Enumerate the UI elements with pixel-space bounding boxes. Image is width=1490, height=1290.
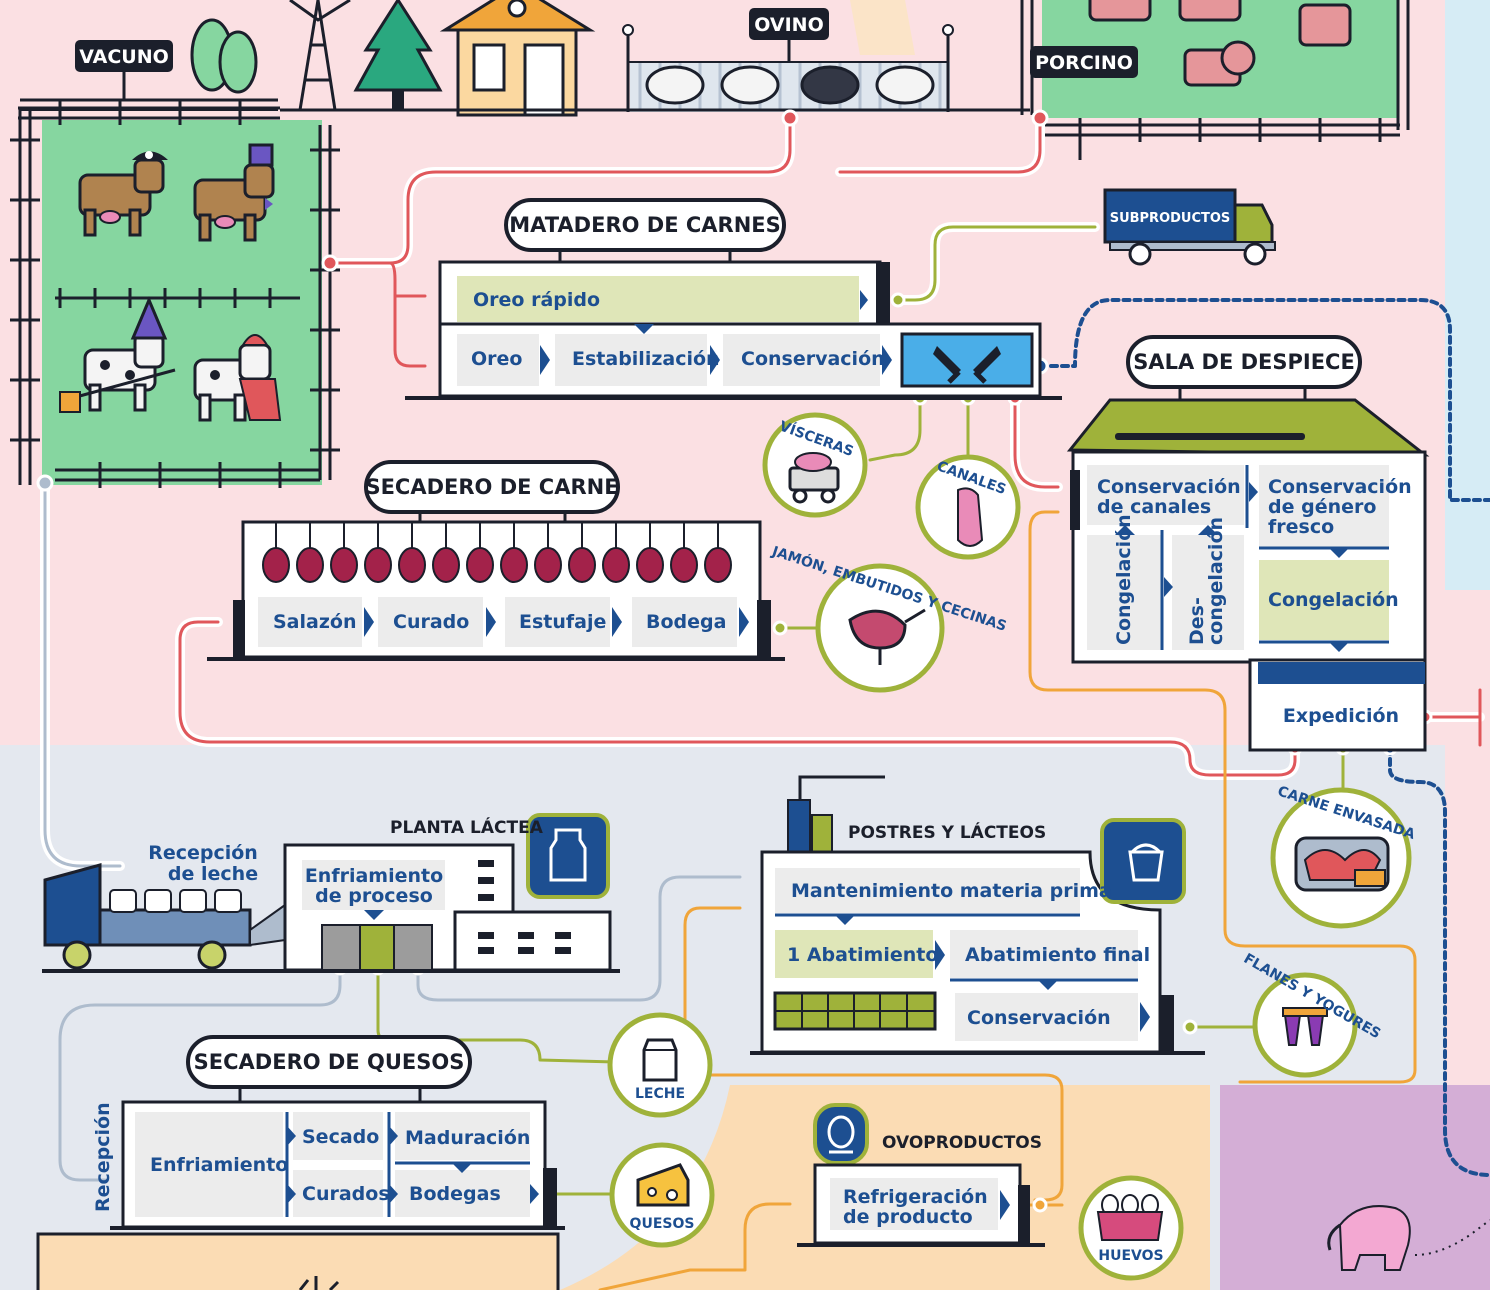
expedicion-label: Expedición [1283, 705, 1399, 727]
oreo-label: Oreo [471, 348, 522, 370]
ovoproductos-title: OVOPRODUCTOS [882, 1133, 1042, 1153]
curado-label: Curado [393, 611, 469, 633]
badge-carne-envasada: CARNE ENVASADA [1270, 783, 1417, 929]
conservacion-label: Conservación [741, 348, 885, 370]
tag-vacuno-label: VACUNO [79, 46, 169, 68]
descongelacion-line2: congelación [1205, 517, 1227, 645]
secadero-carne-title: SECADERO DE CARNE [365, 475, 618, 499]
subproductos-label: SUBPRODUCTOS [1110, 211, 1231, 226]
cow-santa-icon [193, 334, 282, 422]
curados-label: Curados [302, 1183, 390, 1205]
secadero-de-carne: Salazón Curado Estufaje Bodega SECADERO … [207, 460, 785, 661]
bodegas-label: Bodegas [409, 1183, 501, 1205]
cow-witch-icon [59, 296, 176, 413]
flow-lines [36, 109, 1490, 1290]
badge-leche: LECHE [607, 1012, 713, 1118]
tag-vacuno: VACUNO [75, 40, 173, 100]
tag-porcino: PORCINO [1030, 46, 1138, 78]
planta-lactea-title: PLANTA LÁCTEA [390, 816, 544, 838]
tag-ovino: OVINO [749, 8, 829, 62]
tray-grid-icon [773, 991, 937, 1031]
postres-conservacion-label: Conservación [967, 1007, 1111, 1029]
elephant-icon [1327, 1205, 1490, 1271]
house-icon [439, 0, 596, 117]
cons-fresco-line3: fresco [1268, 516, 1334, 538]
descongelacion-line1: Des- [1186, 597, 1208, 645]
windmill-icon [289, 0, 351, 111]
cleaver-icon [933, 346, 1001, 384]
ham-icons [262, 522, 732, 583]
quesos-label: QUESOS [630, 1216, 695, 1232]
cow-pirate-icon [78, 151, 168, 237]
abatimiento-1-label: 1 Abatimiento [787, 944, 938, 966]
pine-tree-icon [353, 0, 443, 110]
mantenimiento-label: Mantenimiento materia prima [791, 880, 1112, 902]
congelacion-label: Congelación [1268, 589, 1399, 611]
cons-fresco-line2: de género [1268, 496, 1376, 518]
leche-label: LECHE [635, 1086, 685, 1102]
refrigeracion-line2: de producto [843, 1206, 973, 1228]
cons-canales-line2: de canales [1097, 496, 1211, 518]
milk-can-icon [549, 828, 587, 882]
abatimiento-final-label: Abatimiento final [965, 944, 1150, 966]
cattle-field [10, 100, 340, 488]
matadero-title: MATADERO DE CARNES [509, 213, 781, 237]
recepcion-leche-line2: de leche [168, 863, 258, 885]
congelacion-vertical-label: Congelación [1113, 514, 1135, 645]
enfriamiento-proceso-line1: Enfriamiento [305, 865, 443, 887]
enfriamiento-proceso-line2: de proceso [315, 885, 433, 907]
badge-visceras: VÍSCERAS [762, 412, 868, 518]
despiece-title: SALA DE DESPIECE [1133, 350, 1355, 374]
salazon-label: Salazón [273, 611, 356, 633]
postres-y-lacteos: POSTRES Y LÁCTEOS Mantenimiento materia … [750, 775, 1205, 1055]
matadero-de-carnes: Oreo rápido Oreo Estabilización Conserva… [405, 198, 1062, 400]
postres-title: POSTRES Y LÁCTEOS [848, 821, 1046, 843]
secadero-de-quesos: Recepción Enfriamiento Secado Curados Ma… [36, 1035, 565, 1290]
badge-canales: CANALES [915, 454, 1021, 560]
sheep-icon [645, 65, 935, 105]
badge-flanes: FLANES Y YOGURES [1241, 951, 1383, 1078]
secadero-quesos-title: SECADERO DE QUESOS [194, 1050, 465, 1074]
bush-icon [190, 18, 258, 94]
recepcion-leche-line1: Recepción [148, 842, 258, 864]
oreo-rapido-label: Oreo rápido [473, 289, 600, 311]
maduracion-label: Maduración [405, 1127, 530, 1149]
subproductos-truck: SUBPRODUCTOS [1103, 188, 1276, 266]
planta-lactea: PLANTA LÁCTEA Recepción de leche Enfriam… [42, 813, 620, 973]
cons-fresco-line1: Conservación [1268, 476, 1412, 498]
refrigeracion-line1: Refrigeración [843, 1186, 988, 1208]
tag-porcino-label: PORCINO [1035, 52, 1133, 74]
cow-wizard-hat-icon [193, 143, 275, 242]
estufaje-label: Estufaje [519, 611, 606, 633]
egg-icon [827, 1115, 855, 1154]
sala-de-despiece: Conservación de canales Conservación de … [1066, 335, 1430, 752]
bodega-label: Bodega [646, 611, 726, 633]
quesos-recepcion-label: Recepción [92, 1102, 114, 1212]
tag-ovino-label: OVINO [754, 14, 823, 36]
yogurt-cup-icon [1128, 843, 1164, 882]
milk-truck [43, 863, 286, 970]
secado-label: Secado [302, 1126, 379, 1148]
cons-canales-line1: Conservación [1097, 476, 1241, 498]
pig-icon [1088, 0, 1352, 87]
huevos-label: HUEVOS [1098, 1248, 1163, 1264]
badge-huevos: HUEVOS [1078, 1175, 1184, 1281]
badge-quesos: QUESOS [609, 1142, 715, 1248]
estabilizacion-label: Estabilización [572, 348, 720, 370]
ovoproductos: OVOPRODUCTOS Refrigeración de producto [797, 1103, 1045, 1247]
quesos-enfriamiento-label: Enfriamiento [150, 1154, 288, 1176]
